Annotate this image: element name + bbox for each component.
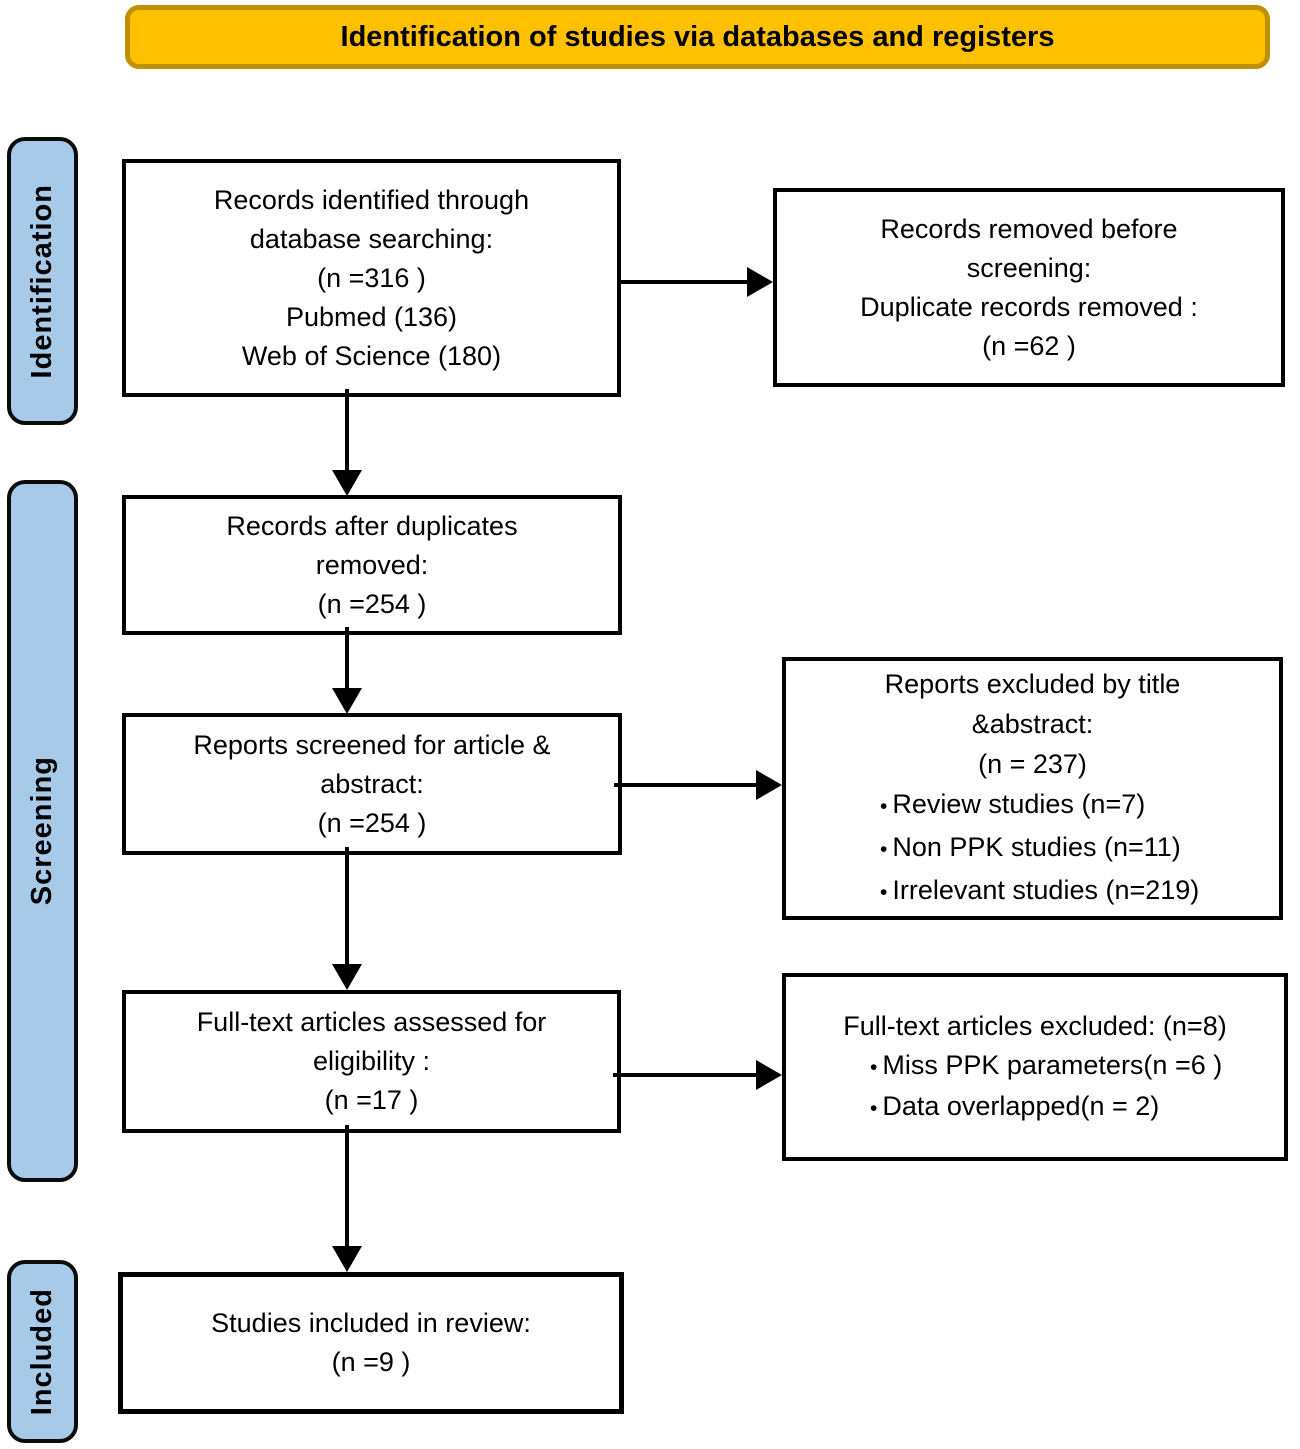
box-after-duplicates-line: Records after duplicates (226, 510, 518, 541)
excluded-reason-nonppk: • Non PPK studies (n=11) (786, 827, 1279, 870)
box-records-removed: Records removed before screening: Duplic… (773, 188, 1285, 387)
diagram-title: Identification of studies via databases … (340, 20, 1055, 53)
box-records-identified-pubmed: Pubmed (136) (285, 301, 458, 332)
arrow-fulltext-to-included-line (345, 1125, 349, 1249)
box-reports-screened-line: abstract: (320, 768, 424, 799)
arrow-fulltext-to-included-head-icon (332, 1246, 362, 1272)
fulltext-excluded-reason-overlap: • Data overlapped(n = 2) (786, 1087, 1284, 1128)
box-records-removed-line: Records removed before (880, 213, 1178, 244)
arrow-fulltext-to-excluded-line (613, 1073, 758, 1077)
arrow-screened-to-excluded-line (614, 783, 758, 787)
arrow-deduped-to-screened-head-icon (332, 688, 362, 714)
fulltext-excluded-reason-overlap-text: Data overlapped(n = 2) (882, 1090, 1160, 1121)
arrow-screened-to-fulltext-line (345, 847, 349, 967)
box-reports-screened: Reports screened for article & abstract:… (122, 713, 622, 855)
arrow-identified-to-deduped-head-icon (332, 470, 362, 496)
box-records-identified-count: (n =316 ) (317, 262, 426, 293)
box-records-identified-line: Records identified through (213, 184, 530, 215)
bullet-icon: • (880, 881, 888, 904)
arrow-fulltext-to-excluded-head-icon (756, 1060, 782, 1090)
stage-label-included: Included (7, 1260, 78, 1443)
box-reports-screened-count: (n =254 ) (317, 807, 427, 838)
box-records-identified-line: database searching: (249, 223, 494, 254)
box-reports-screened-line: Reports screened for article & (193, 729, 551, 760)
box-records-removed-count: (n =62 ) (982, 330, 1076, 361)
bullet-icon: • (880, 795, 888, 818)
box-reports-excluded: Reports excluded by title &abstract: (n … (782, 657, 1283, 920)
stage-label-screening: Screening (7, 480, 78, 1182)
box-reports-excluded-line: &abstract: (971, 709, 1094, 739)
box-studies-included-line: Studies included in review: (211, 1308, 531, 1338)
stage-label-identification-text: Identification (26, 183, 58, 379)
box-reports-excluded-line: Reports excluded by title (884, 669, 1181, 699)
arrow-screened-to-excluded-head-icon (756, 770, 782, 800)
excluded-reason-irrelevant-text: Irrelevant studies (n=219) (892, 875, 1200, 905)
diagram-title-banner: Identification of studies via databases … (125, 5, 1270, 69)
excluded-reason-review: • Review studies (n=7) (786, 784, 1279, 827)
box-reports-excluded-count: (n = 237) (978, 749, 1087, 779)
arrow-screened-to-fulltext-head-icon (332, 964, 362, 990)
arrow-identified-to-deduped-line (345, 389, 349, 473)
box-records-identified: Records identified through database sear… (122, 159, 621, 397)
stage-label-identification: Identification (7, 137, 78, 425)
box-after-duplicates-count: (n =254 ) (317, 588, 427, 619)
box-fulltext-assessed-line: eligibility : (312, 1046, 431, 1076)
box-fulltext-assessed-count: (n =17 ) (324, 1085, 419, 1115)
box-records-removed-line: screening: (966, 252, 1092, 283)
arrow-identified-to-removed-head-icon (747, 267, 773, 297)
bullet-icon: • (870, 1096, 878, 1120)
box-records-removed-line: Duplicate records removed : (860, 291, 1198, 322)
box-after-duplicates: Records after duplicates removed: (n =25… (122, 495, 622, 635)
excluded-reason-review-text: Review studies (n=7) (892, 789, 1146, 819)
box-fulltext-assessed-line: Full-text articles assessed for (196, 1007, 547, 1037)
box-fulltext-assessed: Full-text articles assessed for eligibil… (122, 990, 621, 1133)
box-fulltext-excluded-line: Full-text articles excluded: (n=8) (843, 1010, 1227, 1041)
stage-label-included-text: Included (26, 1287, 58, 1416)
box-studies-included: Studies included in review: (n =9 ) (118, 1272, 624, 1414)
arrow-deduped-to-screened-line (345, 627, 349, 691)
bullet-icon: • (870, 1055, 878, 1079)
box-fulltext-excluded: Full-text articles excluded: (n=8) • Mis… (782, 973, 1288, 1161)
fulltext-excluded-reason-missppk: • Miss PPK parameters(n =6 ) (786, 1046, 1284, 1087)
excluded-reason-nonppk-text: Non PPK studies (n=11) (892, 832, 1181, 862)
arrow-identified-to-removed-line (621, 280, 749, 284)
box-records-identified-wos: Web of Science (180) (241, 340, 502, 371)
excluded-reason-irrelevant: • Irrelevant studies (n=219) (786, 870, 1279, 913)
bullet-icon: • (880, 838, 888, 861)
fulltext-excluded-reason-missppk-text: Miss PPK parameters(n =6 ) (882, 1049, 1223, 1080)
box-after-duplicates-line: removed: (315, 549, 429, 580)
stage-label-screening-text: Screening (26, 756, 58, 906)
box-studies-included-count: (n =9 ) (331, 1347, 411, 1377)
